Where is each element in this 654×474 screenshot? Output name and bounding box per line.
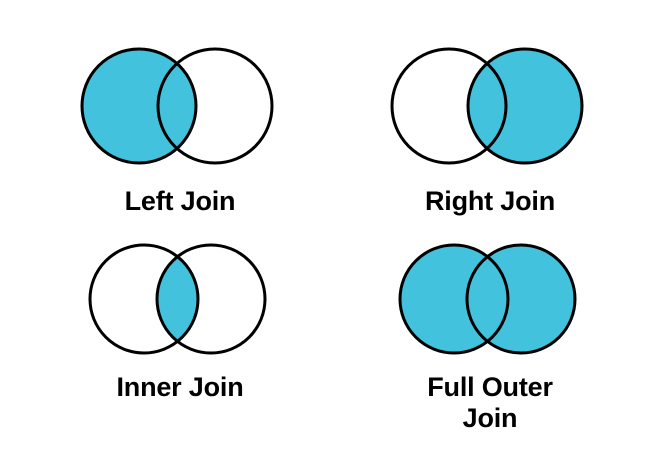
venn-inner-join <box>88 243 267 355</box>
right-set-outline <box>465 243 577 355</box>
right-set-outline <box>156 47 274 165</box>
venn-right-join <box>390 47 584 165</box>
intersection-region <box>468 49 506 163</box>
diagram-right-join: Right Join <box>370 36 610 217</box>
venn-left-join <box>80 47 274 165</box>
venn-full-outer-join <box>398 243 577 355</box>
intersection-region-fill <box>157 245 198 353</box>
left-set-outline <box>390 47 508 165</box>
right-set-outline <box>155 243 267 355</box>
left-set-outline <box>88 243 200 355</box>
intersection-region <box>158 49 196 163</box>
diagram-inner-join: Inner Join <box>60 236 300 403</box>
label-inner-join: Inner Join <box>116 372 244 402</box>
left-set-outline <box>398 243 510 355</box>
diagram-full-outer-join: Full Outer Join <box>370 236 610 433</box>
label-full-outer-join: Full Outer Join <box>427 372 553 433</box>
left-set-outline <box>80 47 198 165</box>
label-left-join: Left Join <box>124 186 236 216</box>
right-set-circle-fill <box>467 245 575 353</box>
label-right-join: Right Join <box>425 186 555 216</box>
right-set-outline <box>466 47 584 165</box>
diagram-left-join: Left Join <box>60 36 300 217</box>
